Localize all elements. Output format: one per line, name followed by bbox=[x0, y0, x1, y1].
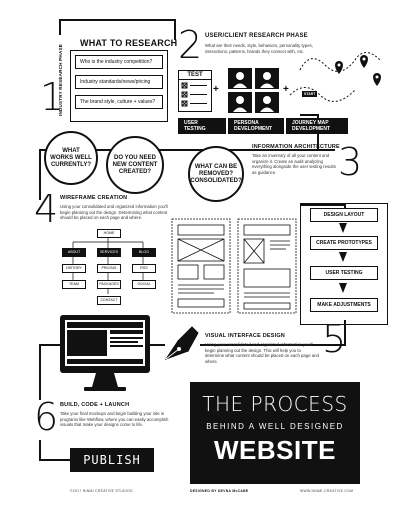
hero-line-3: WEBSITE bbox=[214, 435, 336, 465]
checklist-icon bbox=[181, 82, 207, 107]
step-user-testing: USER TESTING bbox=[310, 266, 378, 280]
journey-map-icon bbox=[335, 55, 381, 86]
hero-line-2: BEHIND A WELL DESIGNED bbox=[206, 422, 344, 431]
wireframe-illustration bbox=[171, 218, 297, 314]
step6-description: Take your final mockups and begin buildi… bbox=[60, 411, 169, 428]
sitemap-node-blog: BLOG bbox=[132, 248, 156, 257]
pen-nib-icon bbox=[164, 326, 199, 360]
step3-title: INFORMATION ARCHITECTURE bbox=[252, 144, 340, 150]
sitemap-node-social: SOCIAL bbox=[132, 280, 156, 289]
step-number-4: 4 bbox=[34, 187, 59, 231]
research-item-1: Who is the industry competition? bbox=[75, 55, 163, 69]
banner-user-testing: USER TESTING bbox=[178, 118, 226, 134]
flow-arrows bbox=[339, 223, 347, 293]
hero-line-1: THE PROCESS bbox=[202, 392, 348, 416]
sitemap-node-team: TEAM bbox=[62, 280, 86, 289]
publish-button[interactable]: PUBLISH bbox=[70, 448, 154, 472]
sitemap-node-pricing: PRICING bbox=[97, 264, 121, 273]
sitemap-node-home: HOME bbox=[97, 229, 121, 238]
sitemap-node-history: HISTORY bbox=[62, 264, 86, 273]
circle-what-works-text: WHAT WORKS WELL CURRENTLY? bbox=[50, 147, 92, 168]
plus-icon-2: + bbox=[283, 84, 289, 95]
circle-what-works: WHAT WORKS WELL CURRENTLY? bbox=[44, 131, 98, 185]
circle-new-content: DO YOU NEED NEW CONTENT CREATED? bbox=[106, 136, 164, 194]
step-number-3: 3 bbox=[338, 140, 363, 184]
step1-box: Who is the industry competition? Industr… bbox=[70, 50, 168, 122]
step4-title: WIREFRAME CREATION bbox=[60, 195, 128, 201]
step-create-prototypes: CREATE PROTOTYPES bbox=[310, 236, 378, 250]
step1-title: WHAT TO RESEARCH bbox=[80, 38, 178, 48]
footer-website: WWW.NINMI-CREATIVE.COM bbox=[300, 489, 354, 493]
step-design-layout: DESIGN LAYOUT bbox=[310, 208, 378, 222]
sitemap-node-about: ABOUT bbox=[62, 248, 86, 257]
hero-title-block: THE PROCESS BEHIND A WELL DESIGNED WEBSI… bbox=[190, 382, 360, 484]
step1-side-label: INDUSTRY RESEARCH PHASE bbox=[58, 44, 63, 116]
circle-new-content-text: DO YOU NEED NEW CONTENT CREATED? bbox=[112, 154, 158, 175]
step-number-5: 5 bbox=[322, 317, 347, 361]
step6-title: BUILD, CODE + LAUNCH bbox=[60, 402, 130, 408]
sitemap-node-services: SERVICES bbox=[97, 248, 121, 257]
test-checklist: TEST bbox=[178, 70, 212, 112]
process-flow-box bbox=[300, 203, 388, 325]
step-number-1: 1 bbox=[40, 75, 65, 119]
banner-persona-development: PERSONA DEVELOPMENT bbox=[228, 118, 284, 134]
research-item-2: Industry standards/news/pricing bbox=[75, 75, 163, 89]
research-item-3: The brand style, culture + values? bbox=[75, 95, 163, 109]
sitemap-node-rss: RSS bbox=[132, 264, 156, 273]
step2-title: USER/CLIENT RESEARCH PHASE bbox=[205, 33, 308, 39]
step-make-adjustments: MAKE ADJUSTMENTS bbox=[310, 298, 378, 312]
circle-removed: WHAT CAN BE REMOVED? CONSOLIDATED? bbox=[188, 146, 244, 202]
persona-grid-icon bbox=[228, 68, 279, 113]
step3-description: Take an inventory of all your content an… bbox=[252, 153, 336, 175]
plus-icon: + bbox=[213, 84, 219, 95]
circle-removed-text: WHAT CAN BE REMOVED? CONSOLIDATED? bbox=[190, 163, 242, 184]
step-number-6: 6 bbox=[34, 395, 59, 439]
start-label: START bbox=[302, 91, 318, 97]
footer-designer: DESIGNED BY DEVNA McCABE bbox=[190, 489, 249, 493]
sitemap-node-contact: CONTACT bbox=[97, 296, 121, 305]
sitemap-node-packages: PACKAGES bbox=[97, 280, 121, 289]
monitor-icon bbox=[60, 315, 150, 391]
test-label: TEST bbox=[179, 71, 211, 80]
sitemap-lines bbox=[72, 236, 144, 294]
step5-description: Using your consolidated and organized in… bbox=[205, 342, 319, 364]
banner-journey-map: JOURNEY MAP DEVELOPMENT bbox=[286, 118, 348, 134]
step5-title: VISUAL INTERFACE DESIGN bbox=[205, 333, 285, 339]
step2-description: What are their needs, style, behaviors, … bbox=[205, 43, 313, 54]
step4-description: Using your consolidated and organized in… bbox=[60, 204, 168, 221]
step-number-2: 2 bbox=[178, 23, 203, 67]
footer-copyright: ©2017 NINMI CREATIVE STUDIOS bbox=[70, 489, 133, 493]
